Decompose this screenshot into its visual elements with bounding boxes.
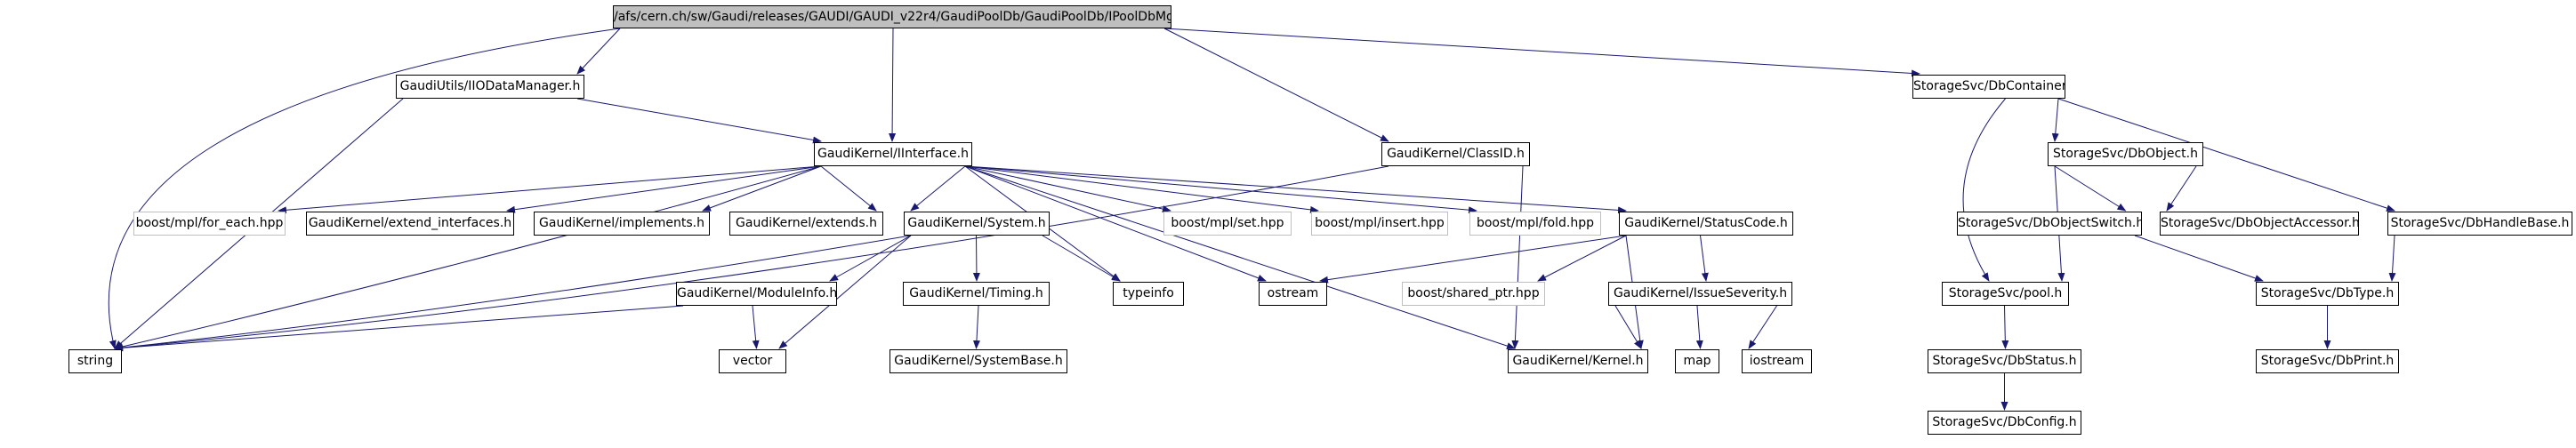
include-edge-main-to-dbcontainer xyxy=(1163,28,1920,77)
include-edge-iinterface-to-mplfold xyxy=(964,165,1477,214)
include-edge-pool-to-dbstatus xyxy=(2001,305,2009,349)
include-edge-dbcontainer-to-dbobject xyxy=(2051,98,2059,142)
include-edge-iinterface-to-extendinterfaces xyxy=(506,165,822,213)
include-edge-iinterface-to-implements xyxy=(702,165,822,212)
graph-node-extends[interactable]: GaudiKernel/extends.h xyxy=(729,212,883,236)
include-edge-timing-to-systembase xyxy=(972,305,980,349)
include-edge-system-to-typeinfo xyxy=(1042,235,1121,282)
graph-node-dbobject[interactable]: StorageSvc/DbObject.h xyxy=(2048,142,2203,166)
include-edge-iiodatamanager-to-iinterface xyxy=(576,98,822,144)
graph-node-dbobjectaccessor[interactable]: StorageSvc/DbObjectAccessor.h xyxy=(2160,212,2359,236)
include-edge-statuscode-to-sharedptr xyxy=(1537,235,1627,282)
graph-node-dbconfig[interactable]: StorageSvc/DbConfig.h xyxy=(1928,411,2081,435)
include-edge-dbobject-to-dbobjectswitch xyxy=(2054,165,2127,212)
include-edge-iinterface-to-system xyxy=(910,165,966,212)
graph-node-system[interactable]: GaudiKernel/System.h xyxy=(904,212,1050,236)
graph-node-map[interactable]: map xyxy=(1675,349,1719,373)
include-edge-dbhandlebase-to-dbtype xyxy=(2388,235,2396,282)
graph-node-dbtype[interactable]: StorageSvc/DbType.h xyxy=(2256,282,2399,306)
graph-node-pool[interactable]: StorageSvc/pool.h xyxy=(1942,282,2069,306)
include-edge-iinterface-to-foreach xyxy=(278,165,822,214)
graph-node-statuscode[interactable]: GaudiKernel/StatusCode.h xyxy=(1619,212,1793,236)
include-edge-system-to-string xyxy=(114,235,912,352)
graph-node-classid[interactable]: GaudiKernel/ClassID.h xyxy=(1381,142,1530,166)
graph-node-typeinfo[interactable]: typeinfo xyxy=(1113,282,1184,306)
include-edge-system-to-vector xyxy=(778,235,912,349)
graph-node-implements[interactable]: GaudiKernel/implements.h xyxy=(534,212,710,236)
include-edge-system-to-timing xyxy=(972,235,980,282)
graph-node-timing[interactable]: GaudiKernel/Timing.h xyxy=(903,282,1050,306)
include-edge-main-to-classid xyxy=(1163,28,1389,142)
include-edge-iinterface-to-mplset xyxy=(964,165,1171,213)
graph-node-dbstatus[interactable]: StorageSvc/DbStatus.h xyxy=(1928,349,2081,373)
graph-node-dbobjectswitch[interactable]: StorageSvc/DbObjectSwitch.h xyxy=(1957,212,2142,236)
graph-node-dbcontainer[interactable]: StorageSvc/DbContainer.h xyxy=(1912,75,2065,99)
graph-node-issueseverity[interactable]: GaudiKernel/IssueSeverity.h xyxy=(1608,282,1792,306)
include-edge-system-to-moduleinfo xyxy=(829,235,912,282)
include-edge-iinterface-to-mplinsert xyxy=(964,165,1319,213)
graph-node-dbprint[interactable]: StorageSvc/DbPrint.h xyxy=(2256,349,2399,373)
include-edge-dbcontainer-to-dbhandlebase xyxy=(2057,98,2395,212)
graph-node-mplfold: boost/mpl/fold.hpp xyxy=(1469,212,1601,236)
include-edge-main-to-iinterface xyxy=(889,28,897,142)
graph-node-string[interactable]: string xyxy=(68,349,122,373)
include-edge-dbobject-to-dbobjectaccessor xyxy=(2166,165,2197,212)
graph-node-dbhandlebase[interactable]: StorageSvc/DbHandleBase.h xyxy=(2387,212,2572,236)
graph-node-mplset: boost/mpl/set.hpp xyxy=(1163,212,1292,236)
graph-node-systembase[interactable]: GaudiKernel/SystemBase.h xyxy=(890,349,1067,373)
include-edge-moduleinfo-to-vector xyxy=(752,305,760,349)
include-edge-classid-to-string xyxy=(114,165,1389,352)
include-edge-iinterface-to-extends xyxy=(820,165,877,212)
include-edge-iinterface-to-statuscode xyxy=(964,165,1627,214)
graph-node-vector[interactable]: vector xyxy=(719,349,786,373)
include-edge-moduleinfo-to-string xyxy=(114,305,684,352)
graph-node-iostream[interactable]: iostream xyxy=(1742,349,1812,373)
graph-node-extendinterfaces[interactable]: GaudiKernel/extend_interfaces.h xyxy=(306,212,514,236)
include-edge-statuscode-to-issueseverity xyxy=(1700,235,1709,282)
include-edge-iinterface-to-kernel xyxy=(964,165,1516,349)
include-edge-dbcontainer-to-pool xyxy=(1962,98,2006,282)
graph-node-foreach: boost/mpl/for_each.hpp xyxy=(133,212,286,236)
include-edge-main-to-string xyxy=(108,28,621,349)
include-edge-main-to-iiodatamanager xyxy=(576,28,621,75)
include-edge-classid-to-kernel xyxy=(1511,165,1524,349)
include-edge-statuscode-to-ostream xyxy=(1319,235,1627,284)
graph-node-kernel[interactable]: GaudiKernel/Kernel.h xyxy=(1508,349,1648,373)
include-edge-iinterface-to-ostream xyxy=(964,165,1267,282)
graph-node-main: /afs/cern.ch/sw/Gaudi/releases/GAUDI/GAU… xyxy=(613,5,1171,28)
graph-node-iiodatamanager[interactable]: GaudiUtils/IIODataManager.h xyxy=(396,75,584,99)
include-edge-issueseverity-to-kernel xyxy=(1614,305,1642,349)
include-edge-issueseverity-to-map xyxy=(1695,305,1703,349)
graph-node-moduleinfo[interactable]: GaudiKernel/ModuleInfo.h xyxy=(676,282,837,306)
graph-node-mplinsert: boost/mpl/insert.hpp xyxy=(1311,212,1448,236)
include-edge-dbobjectswitch-to-dbtype xyxy=(2134,235,2264,282)
graph-node-iinterface[interactable]: GaudiKernel/IInterface.h xyxy=(814,142,972,166)
include-edge-iinterface-to-string xyxy=(114,165,822,350)
include-edge-issueseverity-to-iostream xyxy=(1748,305,1777,349)
graph-node-sharedptr: boost/shared_ptr.hpp xyxy=(1402,282,1545,306)
graph-node-ostream[interactable]: ostream xyxy=(1259,282,1327,306)
